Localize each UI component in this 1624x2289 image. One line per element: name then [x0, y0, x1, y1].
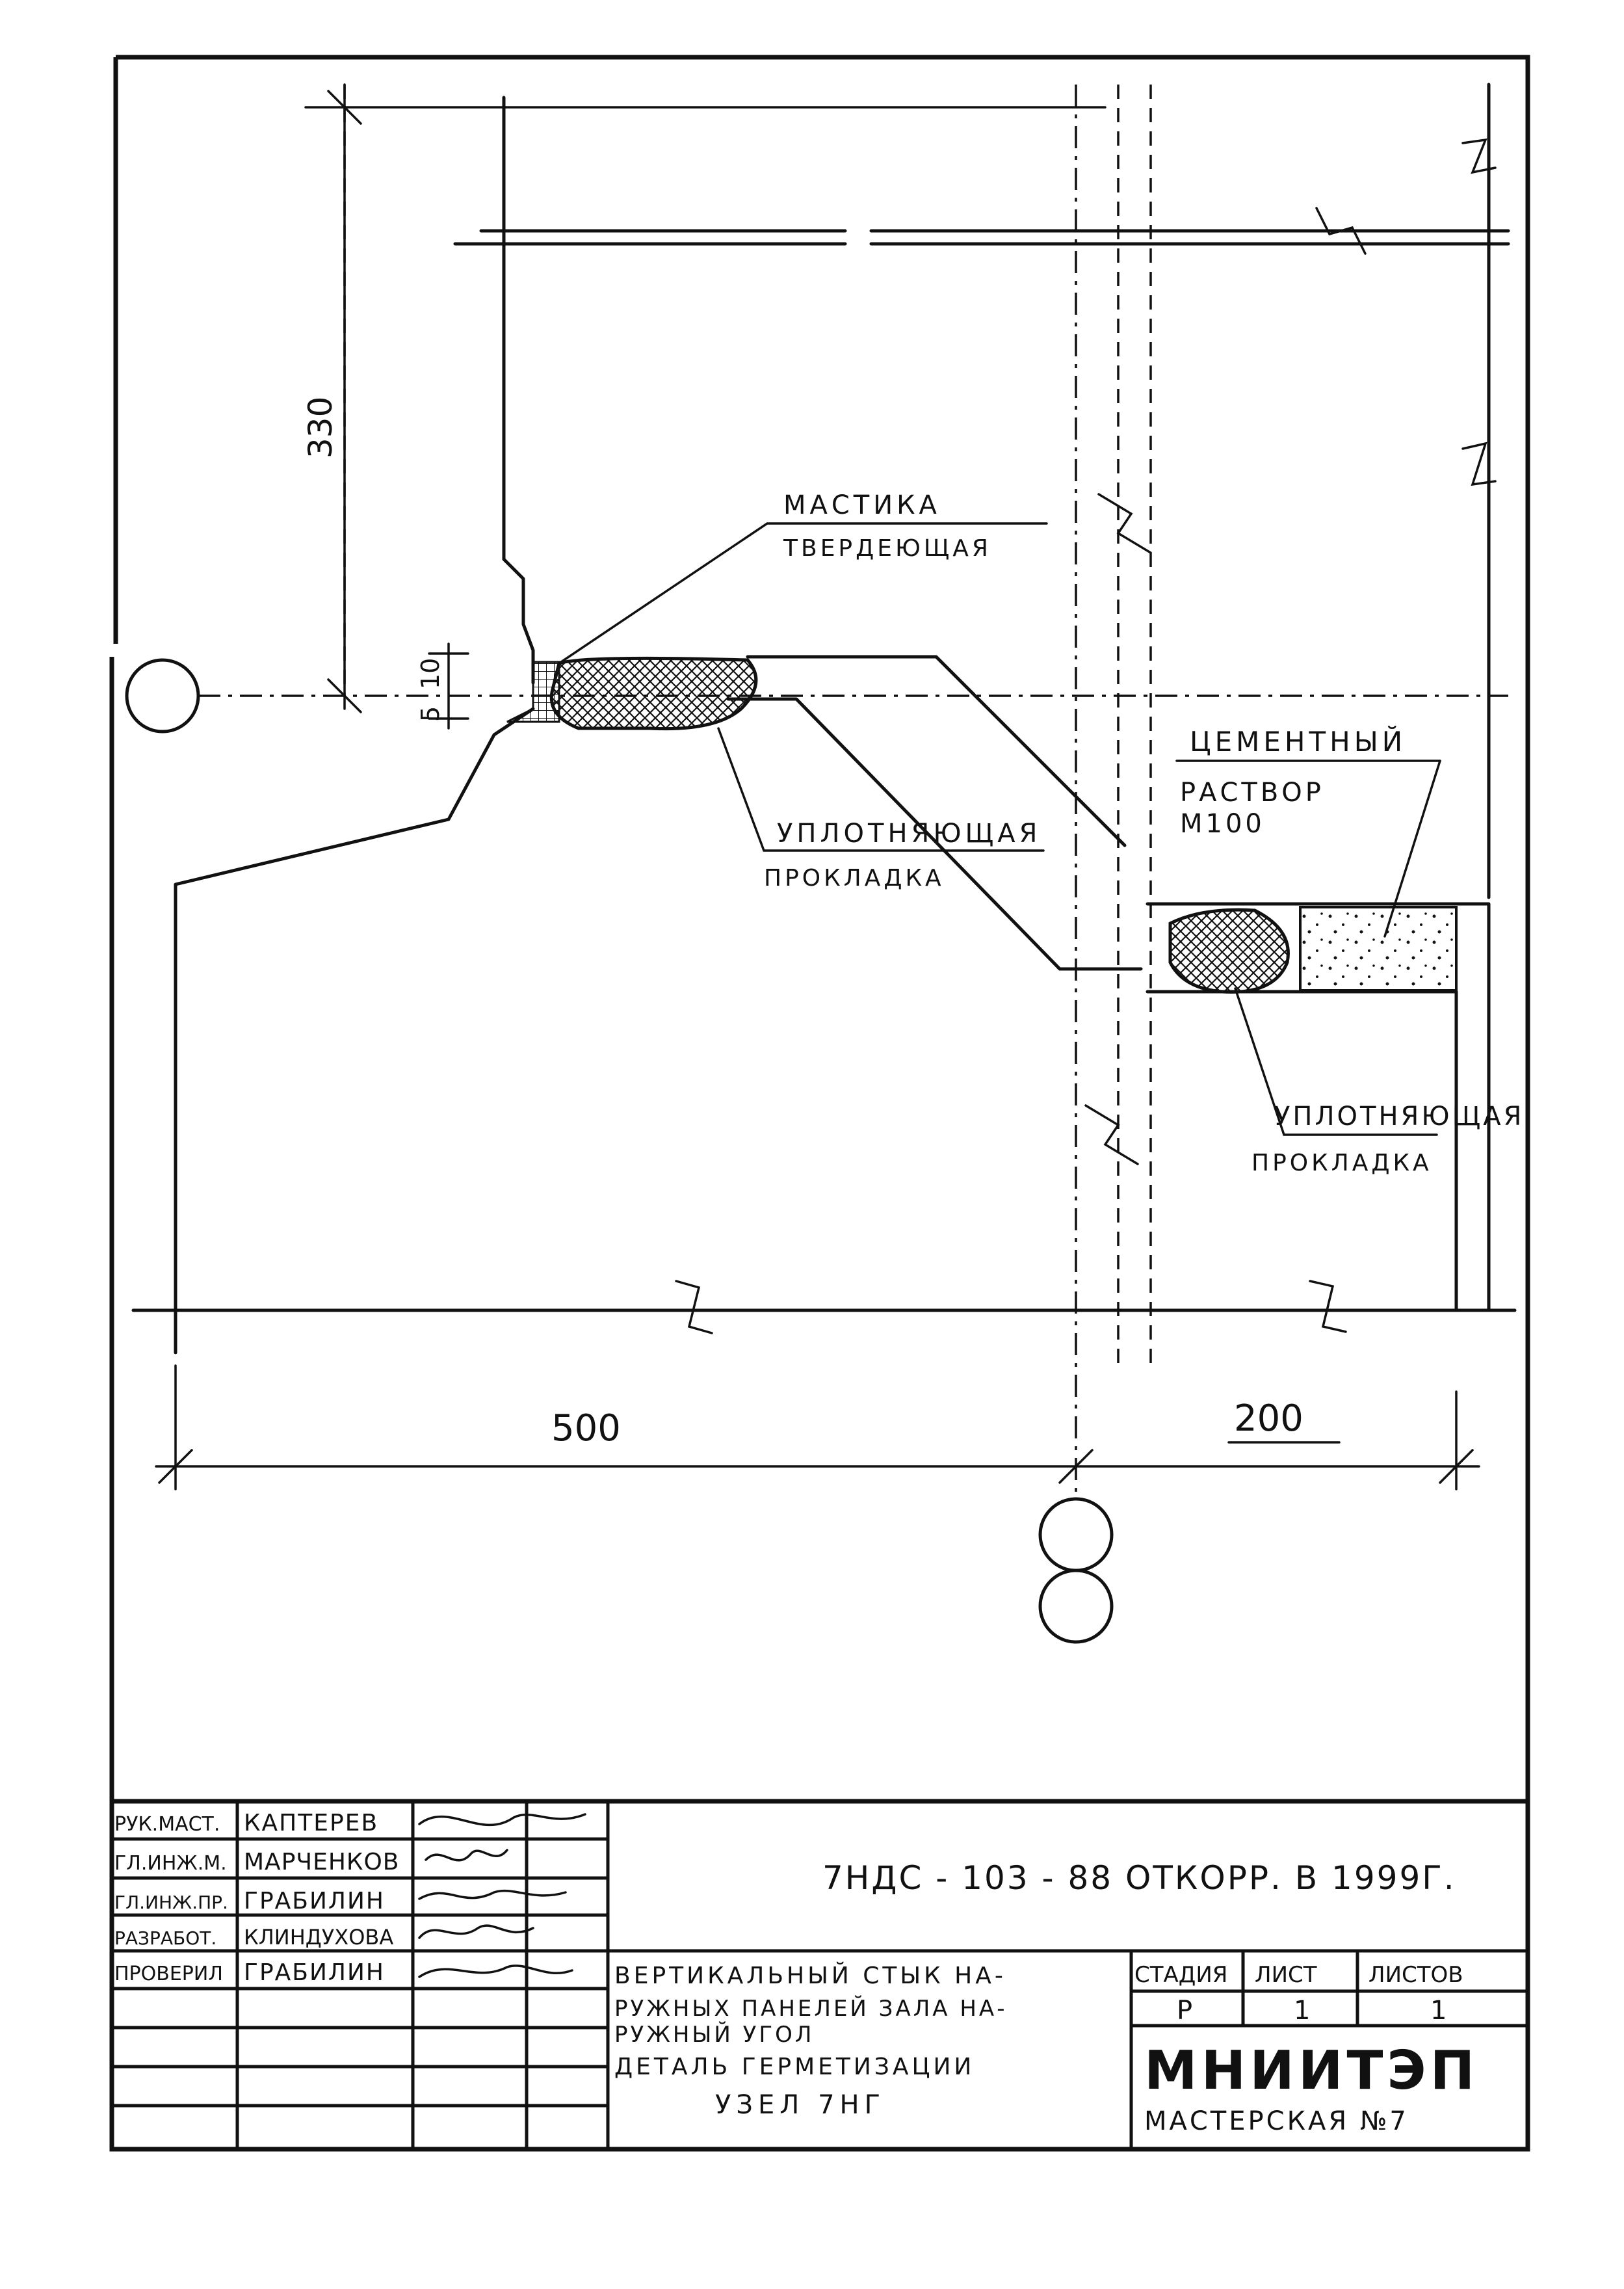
- role-2: ГЛ.ИНЖ.М.: [114, 1852, 227, 1875]
- label-seal2-1: УПЛОТНЯЮЩАЯ: [1274, 1102, 1524, 1131]
- break-marks: [675, 138, 1497, 1334]
- sheet-header: ЛИСТ: [1255, 1962, 1317, 1988]
- sheets-value: 1: [1430, 1996, 1447, 2026]
- description-line-3: РУЖНЫЙ УГОЛ: [614, 2021, 814, 2048]
- gasket-lower: [1168, 908, 1290, 994]
- name-1: КАПТЕРЕВ: [244, 1810, 378, 1836]
- title-block: РУК.МАСТ. ГЛ.ИНЖ.М. ГЛ.ИНЖ.ПР. РАЗРАБОТ.…: [110, 1799, 1530, 2151]
- dim-10: 10: [416, 658, 445, 689]
- label-cement-1: ЦЕМЕНТНЫЙ: [1190, 725, 1406, 758]
- sheets-header: ЛИСТОВ: [1369, 1962, 1463, 1988]
- name-4: КЛИНДУХОВА: [244, 1925, 393, 1950]
- description-line-2: РУЖНЫХ ПАНЕЛЕЙ ЗАЛА НА-: [614, 1995, 1007, 2022]
- name-5: ГРАБИЛИН: [244, 1959, 385, 1986]
- sheet-frame: [109, 55, 1530, 2152]
- label-seal1-2: ПРОКЛАДКА: [764, 865, 945, 892]
- cement-mortar-fill: [1299, 906, 1458, 992]
- dimension-lines: [155, 83, 1480, 1490]
- name-2: МАРЧЕНКОВ: [244, 1849, 399, 1875]
- org-name: МНИИТЭП: [1144, 2040, 1478, 2102]
- leader-lines: [558, 522, 1441, 1136]
- label-mastic-1: МАСТИКА: [783, 490, 941, 520]
- org-workshop: МАСТЕРСКАЯ №7: [1144, 2106, 1409, 2136]
- description-line-1: ВЕРТИКАЛЬНЫЙ СТЫК НА-: [614, 1962, 1006, 1989]
- role-3: ГЛ.ИНЖ.ПР.: [114, 1892, 228, 1913]
- sheet-value: 1: [1294, 1996, 1310, 2026]
- drawing-labels: МАСТИКА ТВЕРДЕЮЩАЯ УПЛОТНЯЮЩАЯ ПРОКЛАДКА…: [302, 397, 1524, 1449]
- dim-200: 200: [1234, 1397, 1303, 1440]
- axis-circle-bottom-1: [1038, 1497, 1114, 1572]
- label-seal1-1: УПЛОТНЯЮЩАЯ: [777, 819, 1041, 849]
- role-4: РАЗРАБОТ.: [114, 1927, 216, 1949]
- dim-5: 5: [416, 706, 445, 722]
- label-seal2-2: ПРОКЛАДКА: [1251, 1150, 1432, 1176]
- gasket-upper: [549, 656, 758, 731]
- dim-500: 500: [551, 1407, 621, 1449]
- seal-details: [506, 656, 1458, 994]
- axis-circle-left: [125, 658, 200, 734]
- description-line-4: ДЕТАЛЬ ГЕРМЕТИЗАЦИИ: [614, 2054, 975, 2080]
- label-cement-2: РАСТВОР: [1180, 778, 1324, 808]
- mastic-fill: [506, 661, 560, 723]
- axis-markers: [125, 658, 1114, 1644]
- role-1: РУК.МАСТ.: [114, 1813, 220, 1836]
- axis-circle-bottom-2: [1038, 1568, 1114, 1644]
- label-mastic-2: ТВЕРДЕЮЩАЯ: [783, 535, 991, 562]
- name-3: ГРАБИЛИН: [244, 1888, 385, 1914]
- signatures: [418, 1813, 586, 1978]
- document-code: 7НДС - 103 - 88 ОТКОРР. В 1999Г.: [822, 1859, 1456, 1897]
- role-5: ПРОВЕРИЛ: [114, 1963, 223, 1985]
- stage-header: СТАДИЯ: [1134, 1962, 1227, 1988]
- description-line-5: УЗЕЛ 7НГ: [715, 2090, 885, 2120]
- dim-330: 330: [302, 397, 339, 458]
- label-cement-3: М100: [1180, 809, 1265, 839]
- stage-value: Р: [1177, 1996, 1192, 2026]
